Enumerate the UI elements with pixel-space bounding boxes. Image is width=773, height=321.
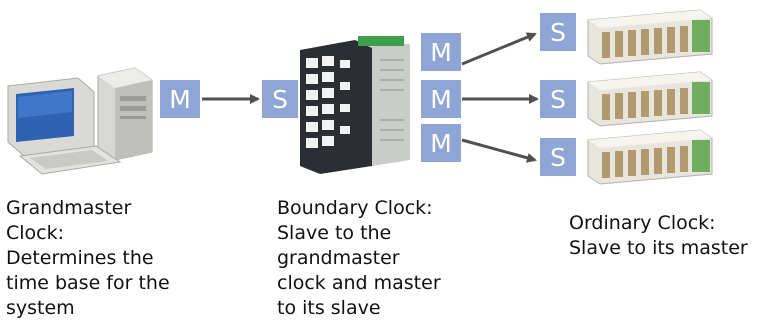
ordinary-slave-badge-3: S [540,138,576,176]
io-module-1 [587,9,713,65]
caption-line: system [6,297,75,319]
ordinary-slave-badge-2: S [540,80,576,118]
arrow-boundary-to-ordinary-3 [461,138,537,163]
caption-line: Clock: [6,222,65,244]
caption-line: Slave to its master [569,237,748,259]
boundary-master-badge-2: M [421,80,461,118]
caption-line: Boundary Clock: [277,197,433,219]
caption-line: Ordinary Clock: [569,212,716,234]
boundary-master-badge-3: M [421,124,461,162]
boundary-caption: Boundary Clock: Slave to the grandmaster… [277,196,441,321]
caption-line: grandmaster [277,247,400,269]
caption-line: clock and master [277,272,441,294]
grandmaster-master-badge: M [160,80,200,118]
ordinary-slave-badge-1: S [540,13,576,51]
arrow-boundary-to-ordinary-1 [461,32,537,66]
boundary-slave-badge: S [262,80,298,118]
caption-line: Slave to the [277,222,392,244]
boundary-master-badge-1: M [421,33,461,71]
caption-line: time base for the [6,272,170,294]
caption-line: Grandmaster [6,197,132,219]
caption-line: Determines the [6,247,154,269]
caption-line: to its slave [277,297,381,319]
io-module-2 [587,71,713,127]
grandmaster-caption: Grandmaster Clock: Determines the time b… [6,196,170,321]
io-module-3 [587,129,713,185]
ordinary-caption: Ordinary Clock: Slave to its master [569,211,748,261]
